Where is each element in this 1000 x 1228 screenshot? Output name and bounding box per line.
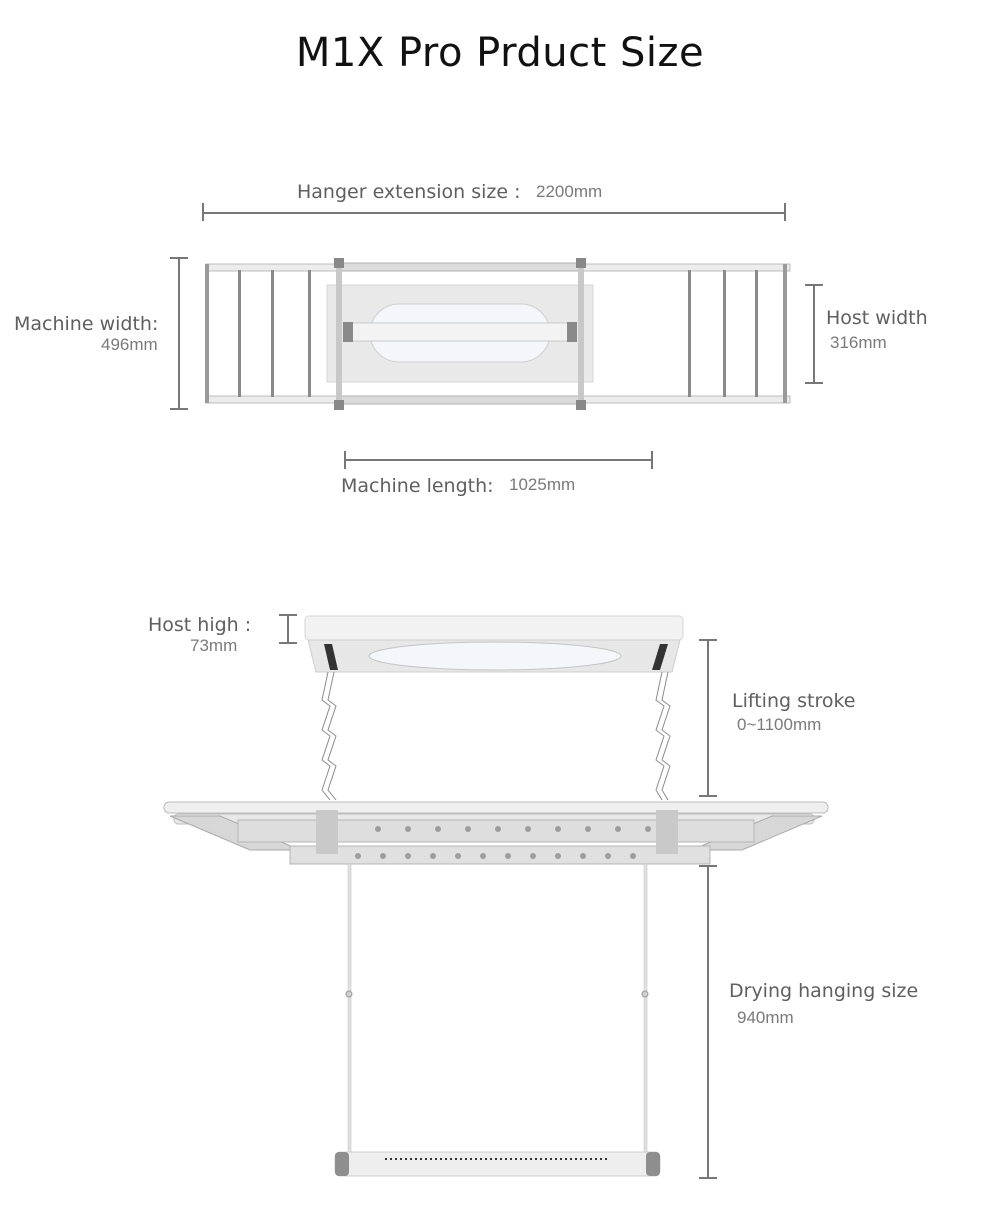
machine-width-value: 496mm bbox=[101, 335, 158, 354]
lifting-stroke-tick-bottom bbox=[699, 795, 717, 797]
host-width-line bbox=[813, 285, 815, 383]
hanger-extension-tick-left bbox=[202, 203, 204, 221]
machine-width-tick-bottom bbox=[170, 408, 188, 410]
host-width-tick-top bbox=[805, 284, 823, 286]
drying-hanging-tick-top bbox=[699, 865, 717, 867]
machine-width-tick-top bbox=[170, 257, 188, 259]
side-view-illustration bbox=[163, 615, 829, 1177]
host-high-value: 73mm bbox=[190, 636, 238, 655]
machine-width-label: Machine width: bbox=[14, 313, 159, 335]
host-high-tick-top bbox=[279, 614, 297, 616]
lifting-stroke-tick-top bbox=[699, 639, 717, 641]
host-width-value: 316mm bbox=[830, 333, 887, 352]
lifting-stroke-value: 0~1100mm bbox=[737, 715, 822, 734]
hanger-extension-label: Hanger extension size : bbox=[297, 181, 521, 203]
page-title: M1X Pro Prduct Size bbox=[295, 30, 705, 76]
drying-hanging-line bbox=[707, 866, 709, 1178]
machine-length-value: 1025mm bbox=[509, 475, 576, 494]
hanger-extension-value: 2200mm bbox=[536, 182, 603, 201]
machine-length-tick-right bbox=[651, 451, 653, 469]
lifting-stroke-line bbox=[707, 640, 709, 796]
drying-hanging-value: 940mm bbox=[737, 1008, 794, 1027]
machine-length-label: Machine length: bbox=[341, 475, 494, 497]
lifting-stroke-label: Lifting stroke bbox=[732, 690, 856, 712]
machine-width-line bbox=[178, 258, 180, 409]
machine-length-line bbox=[345, 459, 652, 461]
host-width-tick-bottom bbox=[805, 382, 823, 384]
drying-hanging-label: Drying hanging size bbox=[729, 980, 919, 1002]
hanger-extension-line bbox=[203, 212, 785, 214]
machine-length-tick-left bbox=[344, 451, 346, 469]
hanger-extension-tick-right bbox=[784, 203, 786, 221]
host-high-line bbox=[287, 615, 289, 643]
host-high-tick-bottom bbox=[279, 642, 297, 644]
host-high-label: Host high : bbox=[148, 614, 252, 636]
top-view-illustration bbox=[205, 258, 791, 410]
host-width-label: Host width bbox=[826, 307, 928, 329]
drying-hanging-tick-bottom bbox=[699, 1177, 717, 1179]
